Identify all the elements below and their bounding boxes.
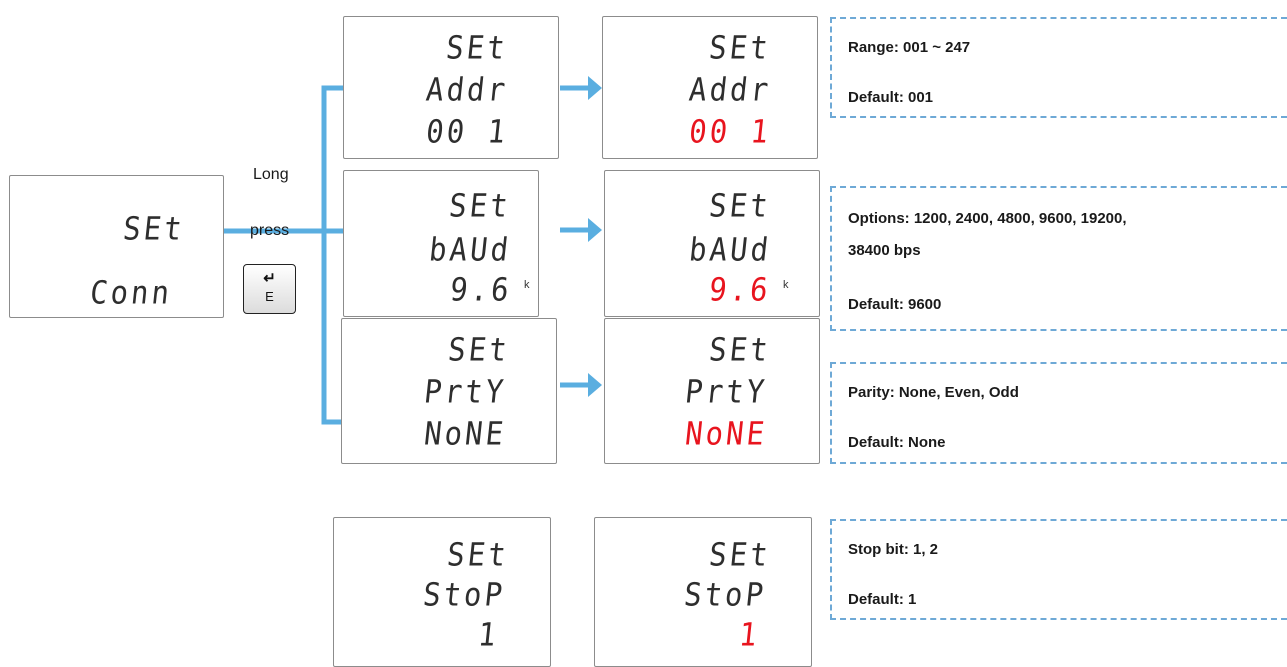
lcd-line-set: SEt [445,535,511,574]
lcd-value-parity: NoNE [422,414,509,453]
lcd-unit-k: k [783,279,789,291]
lcd-line-stop: StoP [421,575,508,614]
enter-arrow-icon: ↵ [263,270,276,287]
lcd-line-set: SEt [121,209,187,248]
enter-key-label: E [265,289,274,304]
lcd-unit-k: k [524,279,530,291]
arrow-head-baud [588,218,602,242]
lcd-stop: SEt StoP 1 [333,517,551,667]
lcd-line-set: SEt [444,28,510,67]
flow-connectors [224,76,602,425]
lcd-value-baud-editing: 9.6 [707,270,773,309]
lcd-line-addr: Addr [424,70,511,109]
lcd-stop-edit: SEt StoP 1 [594,517,812,667]
lcd-parity-edit: SEt PrtY NoNE [604,318,820,464]
info-stop: Stop bit: 1, 2 [848,541,938,558]
lcd-line-conn: Conn [88,273,175,312]
lcd-line-baud: bAUd [687,230,774,269]
lcd-baud-edit: SEt bAUd 9.6 k [604,170,820,317]
lcd-addr-edit: SEt Addr 00 1 [602,16,818,159]
lcd-value-baud: 9.6 [448,270,514,309]
info-range: Range: 001 ~ 247 [848,39,971,56]
arrow-head-addr [588,76,602,100]
info-box-baud: Options: 1200, 2400, 4800, 9600, 19200, … [830,186,1287,331]
lcd-value-addr-editing: 00 1 [687,112,774,151]
lcd-line-baud: bAUd [427,230,514,269]
lcd-line-set: SEt [707,186,773,225]
arrow-head-parity [588,373,602,397]
lcd-line-addr: Addr [687,70,774,109]
lcd-value-parity-editing: NoNE [683,414,770,453]
lcd-line-set: SEt [707,535,773,574]
lcd-line-set: SEt [707,28,773,67]
lcd-line-set: SEt [446,330,512,369]
info-options-cont: 38400 bps [848,242,921,259]
info-default: Default: 9600 [848,296,942,313]
lcd-value-stop: 1 [476,615,501,654]
lcd-addr: SEt Addr 00 1 [343,16,559,159]
lcd-line-prty: PrtY [683,372,770,411]
lcd-line-set: SEt [707,330,773,369]
info-default: Default: None [848,434,946,451]
info-options: Options: 1200, 2400, 4800, 9600, 19200, [848,210,1127,227]
lcd-line-set: SEt [447,186,513,225]
lcd-value-addr: 00 1 [424,112,511,151]
lcd-baud: SEt bAUd 9.6 k [343,170,539,317]
label-long: Long [253,166,289,183]
lcd-start-conn: SEt Conn [9,175,224,318]
lcd-parity: SEt PrtY NoNE [341,318,557,464]
lcd-line-stop: StoP [682,575,769,614]
lcd-line-prty: PrtY [422,372,509,411]
label-press: press [250,222,290,239]
info-box-parity: Parity: None, Even, Odd Default: None [830,362,1287,464]
info-box-stop: Stop bit: 1, 2 Default: 1 [830,519,1287,620]
info-parity: Parity: None, Even, Odd [848,384,1019,401]
info-box-addr: Range: 001 ~ 247 Default: 001 [830,17,1287,118]
lcd-value-stop-editing: 1 [737,615,762,654]
info-default: Default: 001 [848,89,934,106]
transition-arrow [560,85,590,388]
enter-key[interactable]: ↵ E [243,264,296,314]
info-default: Default: 1 [848,591,917,608]
branch-bracket [321,85,343,425]
